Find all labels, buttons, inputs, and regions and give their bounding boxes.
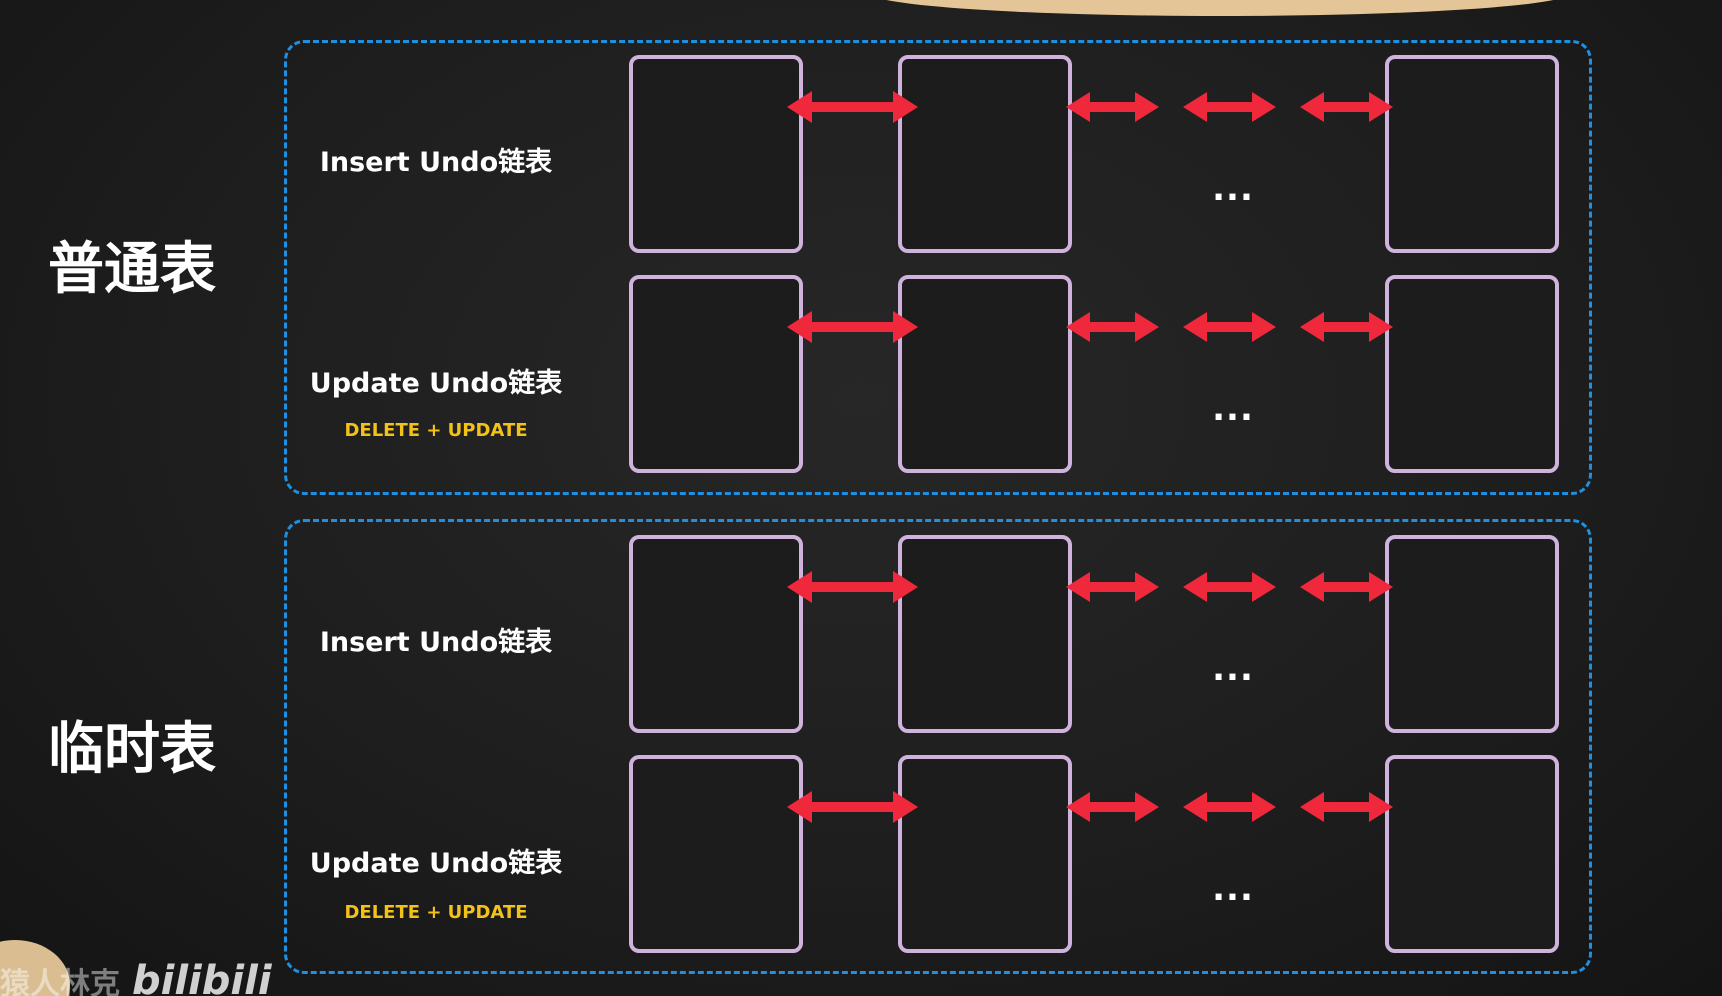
list-node	[898, 535, 1072, 733]
group-panel-temp-table	[284, 519, 1592, 974]
row-label-temp-insert-undo: Insert Undo链表	[319, 627, 553, 658]
list-node	[629, 275, 803, 473]
list-node	[898, 755, 1072, 953]
list-node	[1385, 55, 1559, 253]
row-label-normal-insert-undo: Insert Undo链表	[319, 147, 553, 178]
list-node	[898, 55, 1072, 253]
group-panel-normal-table	[284, 40, 1592, 495]
watermark-text: 猿人林克	[0, 967, 120, 996]
ellipsis-temp-update-undo: ...	[1212, 869, 1254, 909]
list-node	[1385, 275, 1559, 473]
list-node	[898, 275, 1072, 473]
list-node	[629, 755, 803, 953]
ellipsis-normal-insert-undo: ...	[1212, 169, 1254, 209]
ellipsis-normal-update-undo: ...	[1212, 389, 1254, 429]
row-sublabel-temp-update-undo: DELETE + UPDATE	[344, 902, 528, 923]
list-node	[629, 55, 803, 253]
row-sublabel-normal-update-undo: DELETE + UPDATE	[344, 420, 528, 441]
watermark: 猿人林克 bilibili	[0, 958, 272, 996]
row-label-normal-update-undo: Update Undo链表	[309, 368, 563, 399]
group-title-normal-table: 普通表	[48, 237, 216, 302]
list-node	[1385, 535, 1559, 733]
row-label-temp-update-undo: Update Undo链表	[309, 848, 563, 879]
bilibili-logo: bilibili	[132, 958, 272, 996]
group-title-temp-table: 临时表	[48, 717, 216, 782]
ellipsis-temp-insert-undo: ...	[1212, 649, 1254, 689]
list-node	[1385, 755, 1559, 953]
top-decoration	[870, 0, 1570, 16]
list-node	[629, 535, 803, 733]
